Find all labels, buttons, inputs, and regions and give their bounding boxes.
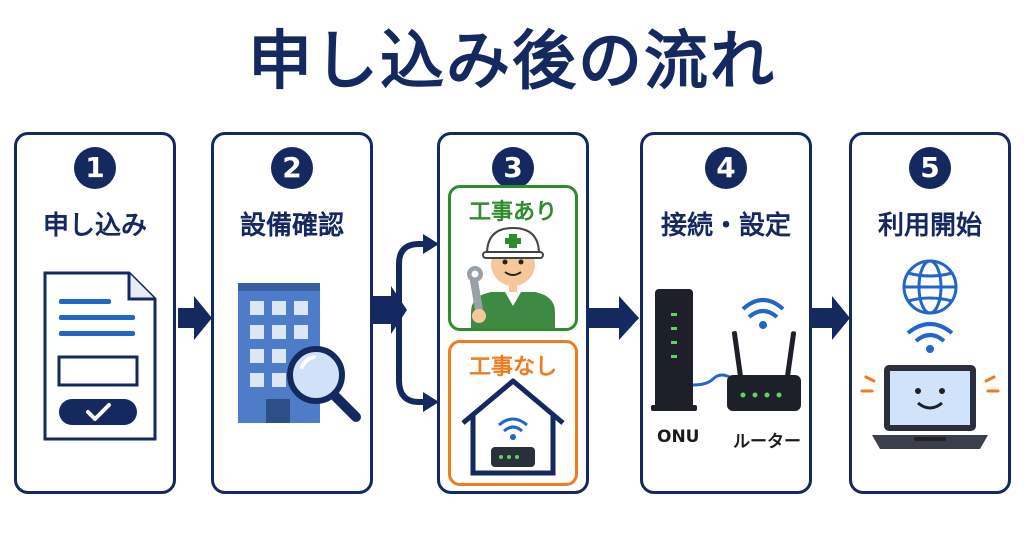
flow-arrow-1 bbox=[178, 296, 212, 340]
step-5-number: 5 bbox=[909, 147, 951, 189]
step-4-number: 4 bbox=[705, 147, 747, 189]
onu-router-icon bbox=[651, 289, 801, 411]
step-4-card: 4 接続・設定 ONU ルーター bbox=[640, 132, 812, 494]
with-construction-box: 工事あり bbox=[448, 185, 578, 331]
flow-arrow-3 bbox=[589, 296, 639, 340]
flow-arrow-4 bbox=[812, 296, 850, 340]
step-3-number: 3 bbox=[492, 147, 534, 189]
step-2-card: 2 設備確認 bbox=[211, 132, 373, 494]
step-5-label: 利用開始 bbox=[877, 211, 982, 241]
step-2-label: 設備確認 bbox=[239, 211, 344, 241]
without-construction-label: 工事なし bbox=[468, 355, 557, 380]
router-label: ルーター bbox=[733, 432, 801, 452]
step-1-label: 申し込み bbox=[42, 211, 147, 241]
with-construction-label: 工事あり bbox=[468, 200, 557, 225]
step-1-number: 1 bbox=[74, 147, 116, 189]
branch-arrow bbox=[373, 234, 439, 412]
wifi-icon bbox=[906, 322, 954, 353]
construction-worker-icon bbox=[467, 226, 555, 328]
building-magnifier-icon bbox=[238, 283, 361, 423]
step-5-card: 5 利用開始 bbox=[849, 132, 1011, 494]
step-2-number: 2 bbox=[271, 147, 313, 189]
globe-icon bbox=[902, 259, 958, 315]
page-title: 申し込み後の流れ bbox=[248, 25, 776, 99]
laptop-internet-icon bbox=[860, 259, 1000, 449]
step-4-label: 接続・設定 bbox=[660, 211, 791, 241]
without-construction-box: 工事なし bbox=[448, 340, 578, 486]
house-wifi-icon bbox=[461, 378, 565, 476]
onu-label: ONU bbox=[657, 427, 700, 447]
step-1-card: 1 申し込み bbox=[14, 132, 176, 494]
application-form-icon bbox=[43, 271, 157, 441]
step-3-card: 3 工事あり 工事なし bbox=[437, 132, 589, 494]
